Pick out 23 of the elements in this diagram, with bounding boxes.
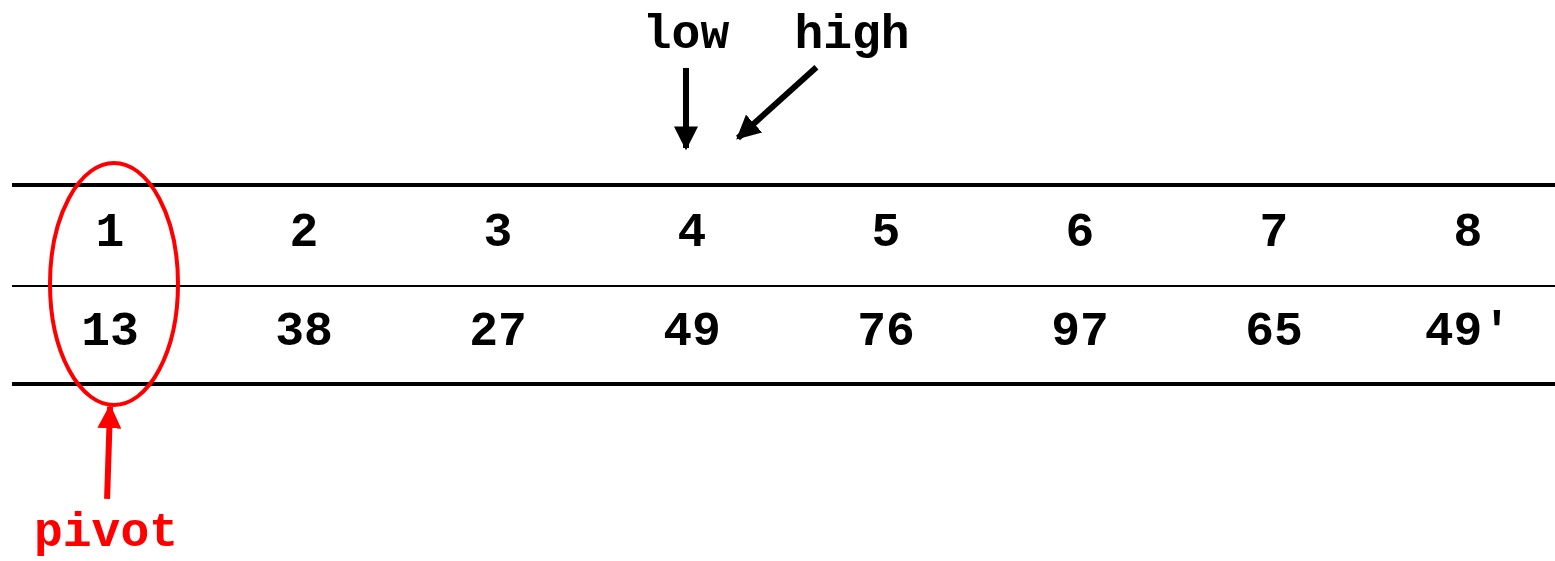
- array-value: 49′: [1424, 306, 1512, 358]
- ellipse-outline: [48, 161, 180, 407]
- array-value: 27: [469, 306, 527, 358]
- index-number: 3: [483, 207, 513, 259]
- index-number: 6: [1065, 207, 1095, 259]
- index-number: 1: [95, 207, 125, 259]
- pointer-label: high: [794, 9, 910, 61]
- array-value: 13: [81, 306, 139, 358]
- index-number: 8: [1453, 207, 1483, 259]
- array-value: 76: [857, 306, 915, 358]
- index-number: 2: [289, 207, 319, 259]
- array-value: 49: [663, 306, 721, 358]
- array-value: 38: [275, 306, 333, 358]
- pointer-label: low: [642, 9, 730, 61]
- array-value: 97: [1051, 306, 1109, 358]
- index-number: 7: [1259, 207, 1289, 259]
- arrow: [674, 67, 698, 151]
- index-number: 4: [677, 207, 707, 259]
- arrow: [736, 64, 819, 141]
- index-number: 5: [871, 207, 901, 259]
- array-value: 65: [1245, 306, 1303, 358]
- pointer-label: pivot: [34, 507, 178, 559]
- arrow: [97, 404, 122, 499]
